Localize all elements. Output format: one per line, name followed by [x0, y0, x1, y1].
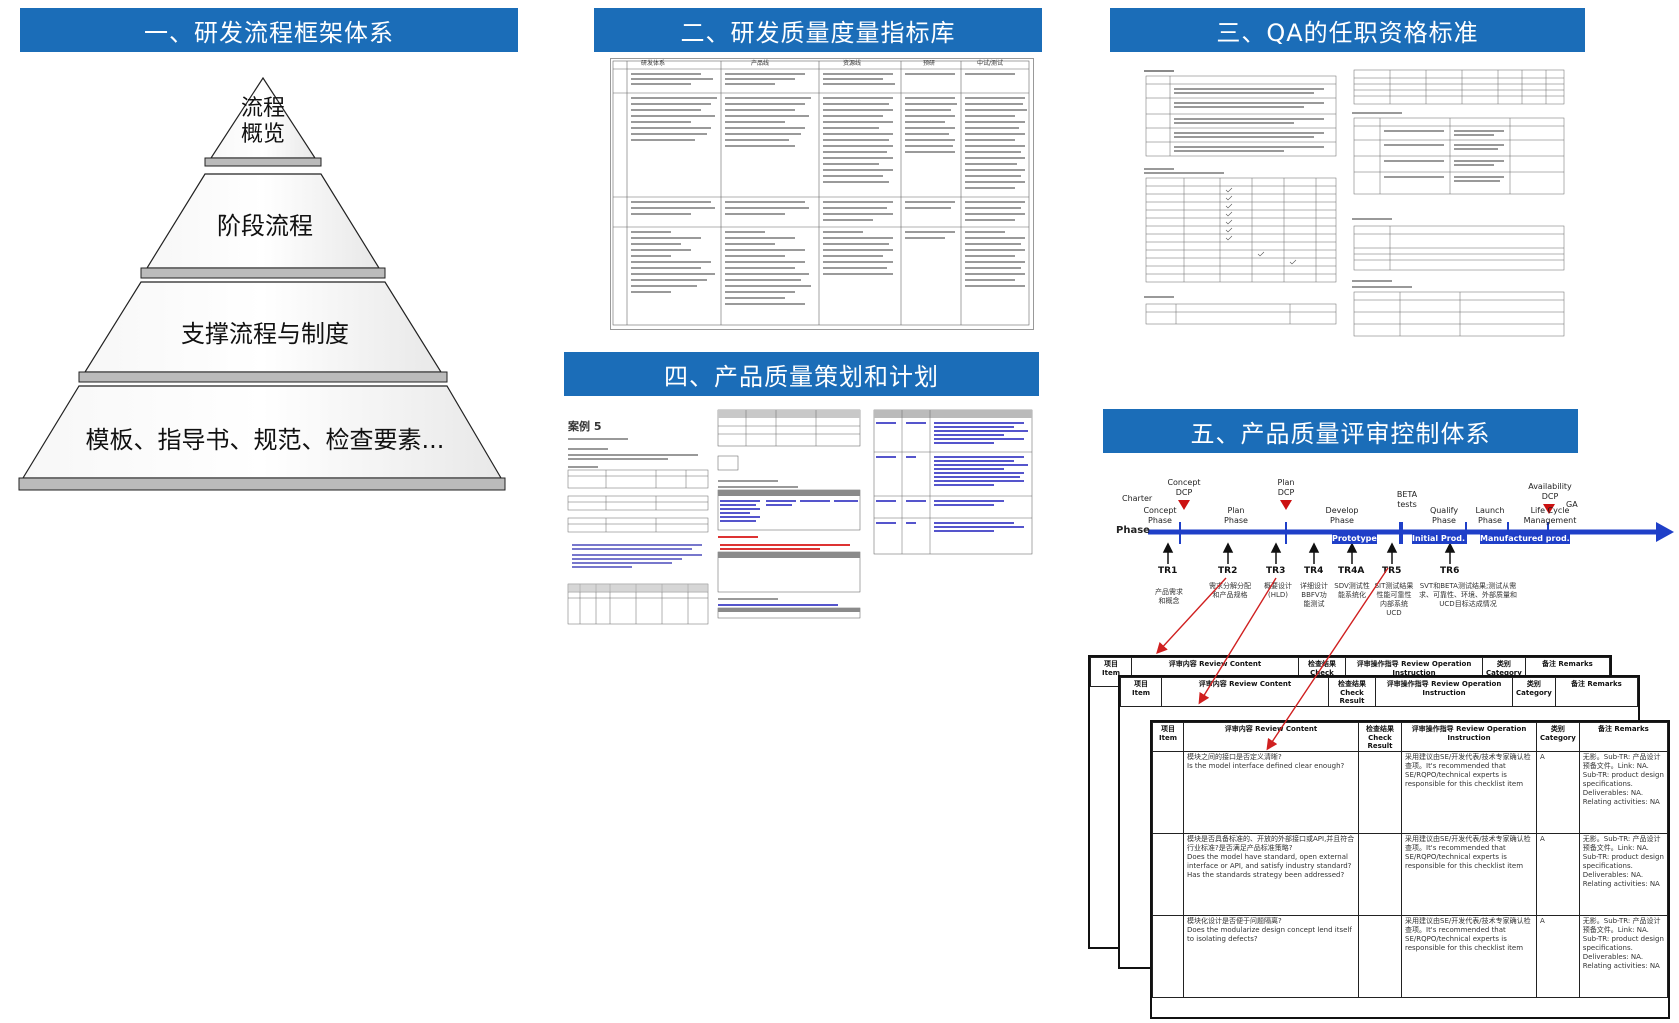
tr5-label: TR5	[1382, 566, 1402, 576]
plan-doc-case-title: 案例 5	[568, 420, 602, 433]
qa-standard-doc-left	[1140, 68, 1340, 352]
front-header-remarks: 备注 Remarks	[1578, 722, 1669, 752]
metrics-col-header-3: 资源线	[843, 60, 862, 67]
back-header-item: 项目 Item	[1090, 657, 1132, 687]
mid-header-instruction: 评审操作指导 Review Operation Instruction	[1375, 677, 1513, 707]
charter-label: Charter	[1122, 494, 1153, 503]
stage-manufactured-prod: Manufactured prod.	[1480, 534, 1570, 544]
metrics-col-header-1: 研发体系	[641, 60, 666, 67]
tr4-description: 详细设计BBFV功能测试	[1300, 582, 1328, 608]
review-content-en: Is the model interface defined clear eno…	[1187, 762, 1345, 770]
metrics-col-header-4: 预研	[923, 60, 936, 67]
process-pyramid: 流程概览 阶段流程 支撑流程与制度 模板、指导书、规范、检查要素...	[15, 70, 515, 510]
plan-doc-case: 案例 5	[566, 408, 712, 628]
review-category: A	[1536, 833, 1580, 916]
mid-header-remarks: 备注 Remarks	[1554, 677, 1639, 707]
tr4-label: TR4	[1304, 566, 1324, 576]
plan-doc-right	[872, 408, 1036, 558]
review-remarks: 无影。Sub-TR: 产品设计预备文件。Link: NA. Sub-TR: pr…	[1578, 915, 1669, 998]
table-row: 模块化设计是否便于问题隔离?Does the modularize design…	[1152, 915, 1669, 998]
stage-initial-prod: Initial Prod.	[1412, 534, 1465, 544]
review-content-cn: 模块化设计是否便于问题隔离?	[1187, 917, 1282, 925]
front-header-instruction: 评审操作指导 Review Operation Instruction	[1401, 722, 1537, 752]
mid-header-content: 评审内容 Review Content	[1161, 677, 1329, 707]
review-instruction: 采用建议由SE/开发代表/技术专家确认检查项。It's recommended …	[1401, 833, 1537, 916]
front-header-item: 项目 Item	[1152, 722, 1184, 752]
pyramid-graphic	[18, 76, 506, 491]
phase-concept: Concept Phase	[1143, 506, 1177, 525]
mid-header-check: 检查结果 Check Result	[1328, 677, 1376, 707]
product-lifecycle-timeline: Phase Charter Concept DCP Plan DCP Avail…	[1100, 470, 1676, 640]
front-header-category: 类别 Category	[1536, 722, 1580, 752]
review-category: A	[1536, 915, 1580, 998]
tr3-label: TR3	[1266, 566, 1286, 576]
mid-header-item: 项目 Item	[1120, 677, 1162, 707]
phase-plan: Plan Phase	[1224, 506, 1248, 525]
table-row: 模块之间的接口是否定义清晰?Is the model interface def…	[1152, 751, 1669, 834]
stage-prototype: Prototype	[1332, 534, 1377, 544]
review-remarks: 无影。Sub-TR: 产品设计预备文件。Link: NA. Sub-TR: pr…	[1578, 751, 1669, 834]
mid-header-category: 类别 Category	[1512, 677, 1556, 707]
qa-standard-doc-right	[1350, 68, 1570, 338]
metrics-library-document: 研发体系 产品线 资源线 预研 中试/测试	[610, 58, 1034, 330]
pyramid-level-support: 支撑流程与制度	[181, 320, 349, 348]
availability-dcp-label: Availability DCP	[1528, 482, 1572, 501]
plan-doc-middle	[716, 408, 864, 620]
tr6-label: TR6	[1440, 566, 1460, 576]
tr5-description: SIT测试结果性能可靠性内部系统UCD	[1374, 582, 1414, 617]
review-content-en: Does the modularize design concept lend …	[1187, 926, 1352, 943]
pyramid-level-templates: 模板、指导书、规范、检查要素...	[85, 426, 445, 454]
concept-dcp-label: Concept DCP	[1167, 478, 1201, 497]
ga-label: GA	[1566, 500, 1578, 509]
tr4a-label: TR4A	[1338, 566, 1365, 576]
plan-dcp-label: Plan DCP	[1277, 478, 1295, 497]
phase-qualify: Qualify Phase	[1429, 506, 1459, 525]
front-header-content: 评审内容 Review Content	[1183, 722, 1359, 752]
metrics-table-graphic	[612, 60, 1030, 326]
phase-lifecycle-management: Life Cycle Management	[1523, 506, 1577, 525]
tr2-description: 需求分解分配和产品规格	[1209, 582, 1251, 599]
table-row: 模块是否具备标准的、开放的外部接口或API,并且符合行业标准?是否满足产品标准策…	[1152, 833, 1669, 916]
section-title-review-control: 五、产品质量评审控制体系	[1103, 409, 1578, 453]
pyramid-level-overview: 流程概览	[240, 96, 285, 147]
review-remarks: 无影。Sub-TR: 产品设计预备文件。Link: NA. Sub-TR: pr…	[1578, 833, 1669, 916]
quality-plan-documents: 案例 5	[566, 408, 1036, 628]
qa-qualification-documents	[1140, 68, 1570, 352]
front-header-check: 检查结果 Check Result	[1358, 722, 1402, 752]
tr1-label: TR1	[1158, 566, 1178, 576]
tr4a-description: SDV测试性能系统化	[1334, 582, 1370, 599]
phase-axis-label: Phase	[1116, 525, 1150, 536]
review-category: A	[1536, 751, 1580, 834]
pyramid-level-stage: 阶段流程	[217, 212, 313, 240]
timeline-graphic	[1148, 500, 1674, 564]
section-title-framework: 一、研发流程框架体系	[20, 8, 518, 52]
phase-launch: Launch Phase	[1475, 506, 1505, 525]
metrics-col-header-5: 中试/测试	[977, 60, 1004, 67]
review-instruction: 采用建议由SE/开发代表/技术专家确认检查项。It's recommended …	[1401, 751, 1537, 834]
review-content-cn: 模块之间的接口是否定义清晰?	[1187, 753, 1282, 761]
tr2-label: TR2	[1218, 566, 1238, 576]
beta-tests-label: BETA tests	[1396, 490, 1418, 509]
section-title-metrics: 二、研发质量度量指标库	[594, 8, 1042, 52]
metrics-col-header-2: 产品线	[751, 60, 770, 67]
section-title-quality-planning: 四、产品质量策划和计划	[564, 352, 1039, 396]
review-content-cn: 模块是否具备标准的、开放的外部接口或API,并且符合行业标准?是否满足产品标准策…	[1187, 835, 1355, 852]
tr1-description: 产品需求和概念	[1155, 588, 1183, 605]
tr6-description: SVT和BETA测试结果;测试从需求、可靠性、环境、外部质量和UCD目标达成情况	[1419, 582, 1517, 608]
section-title-qa-qualification: 三、QA的任职资格标准	[1110, 8, 1585, 52]
phase-develop: Develop Phase	[1325, 506, 1359, 525]
review-instruction: 采用建议由SE/开发代表/技术专家确认检查项。It's recommended …	[1401, 915, 1537, 998]
review-content-en: Does the model have standard, open exter…	[1187, 853, 1352, 879]
review-sheet-front: 项目 Item 评审内容 Review Content 检查结果 Check R…	[1150, 720, 1670, 1019]
tr3-description: 概要设计(HLD)	[1264, 582, 1292, 599]
